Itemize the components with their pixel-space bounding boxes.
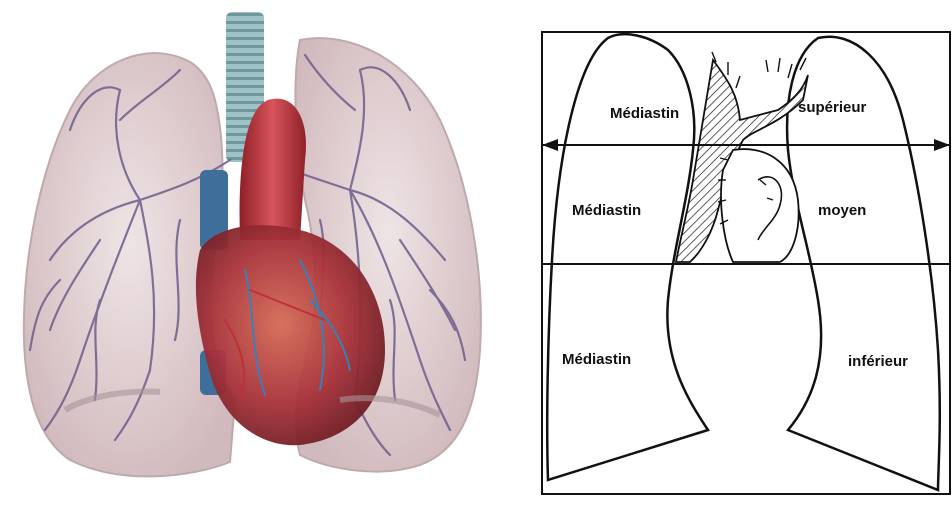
label-inferieur: inférieur [848,353,908,370]
label-mediastin-inferieur-left: Médiastin [562,351,631,368]
heart-lungs-illustration [0,0,500,507]
label-mediastin-moyen-left: Médiastin [572,202,641,219]
label-mediastin-superieur-left: Médiastin [610,105,679,122]
heart-lungs-svg [0,0,500,507]
mediastinum-svg: Médiastin supérieur Médiastin moyen Médi… [518,0,952,507]
label-superieur: supérieur [798,99,867,116]
mediastinum-diagram: Médiastin supérieur Médiastin moyen Médi… [518,0,952,507]
label-moyen: moyen [818,202,866,219]
